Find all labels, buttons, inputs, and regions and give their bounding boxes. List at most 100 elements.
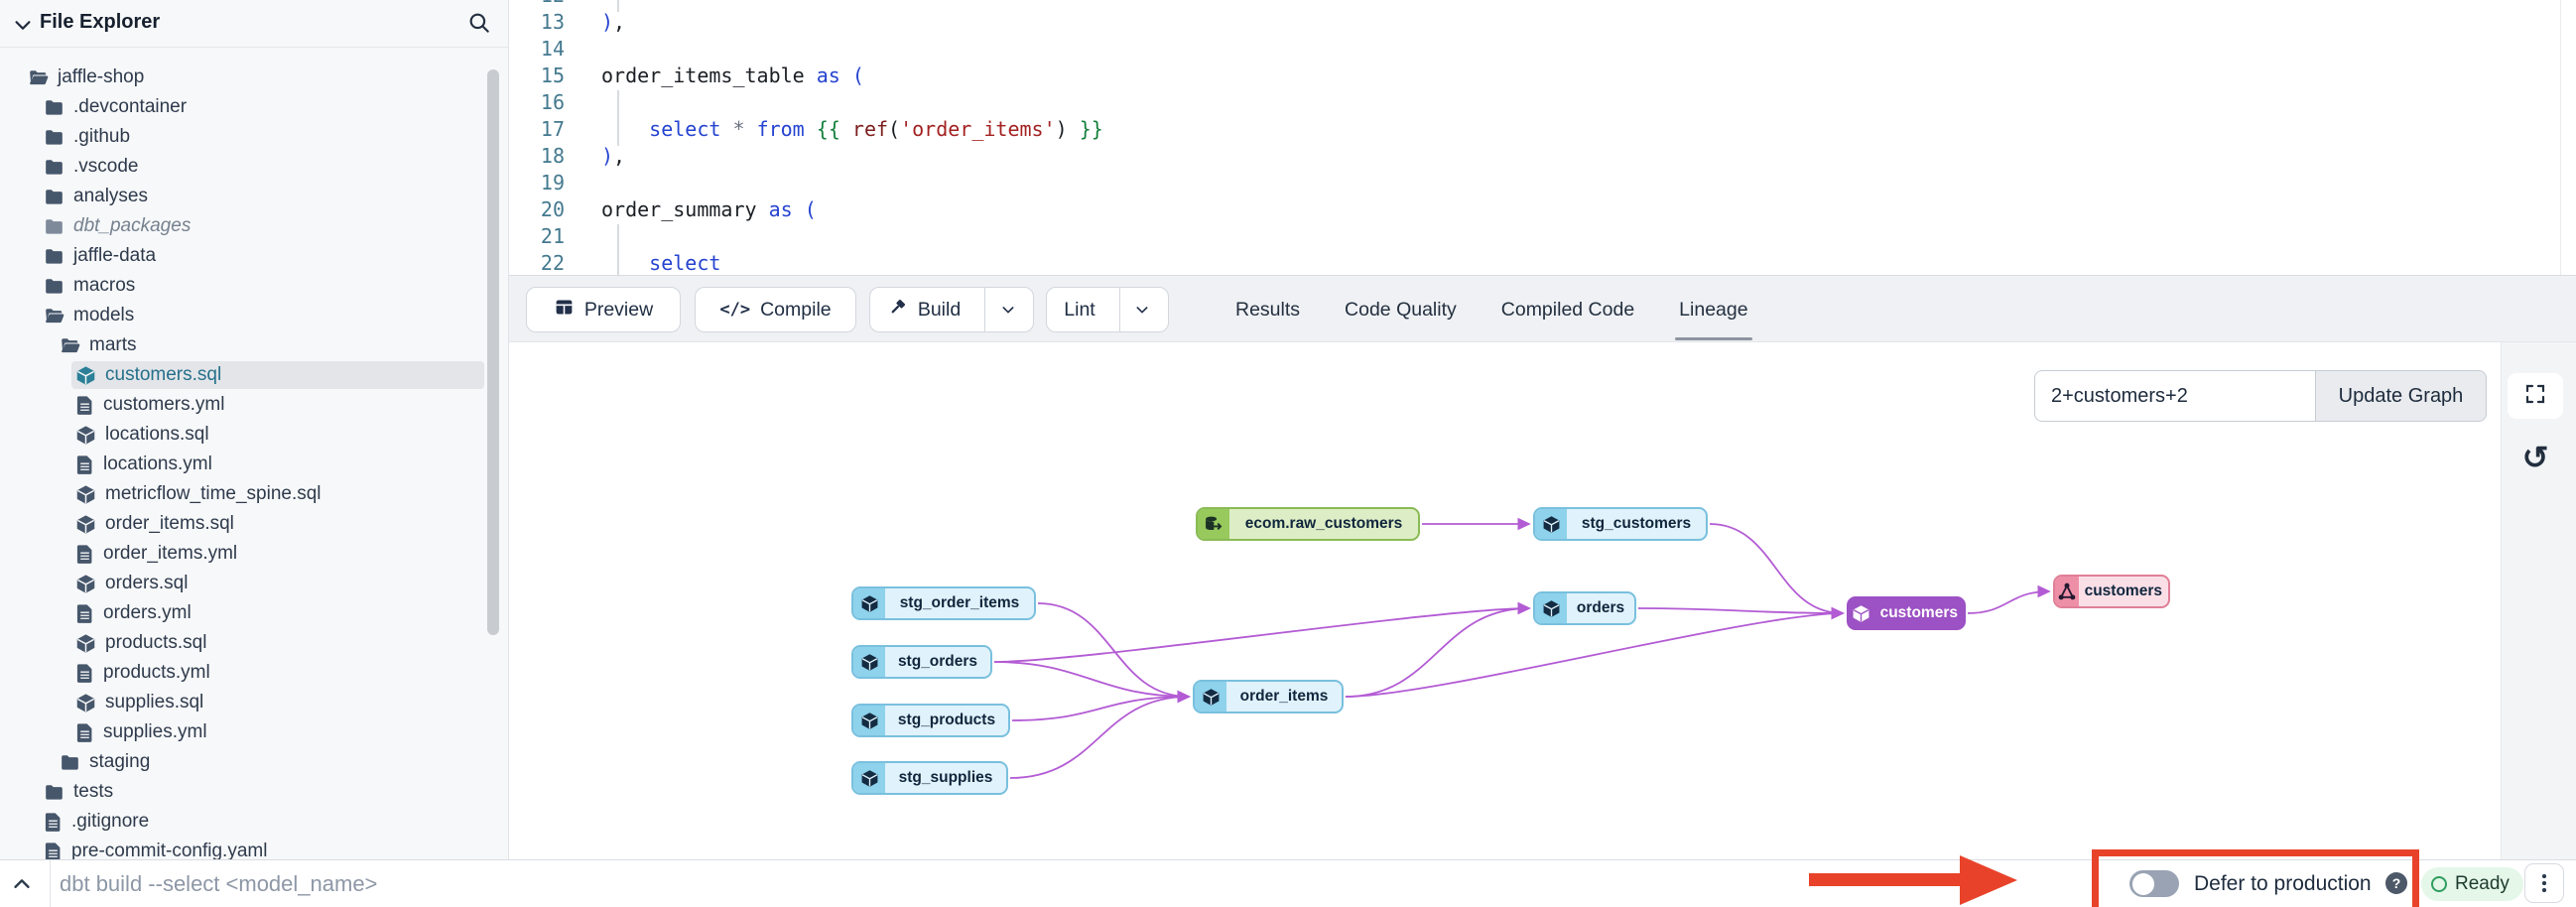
lineage-node-orders[interactable]: orders: [1533, 591, 1636, 625]
lineage-node-label: stg_order_items: [899, 594, 1020, 611]
tree-item--vscode[interactable]: .vscode: [0, 152, 484, 182]
tree-item-orders-sql[interactable]: orders.sql: [0, 569, 484, 598]
tree-item-orders-yml[interactable]: orders.yml: [0, 598, 484, 628]
command-input[interactable]: [60, 864, 1746, 904]
line-number: 21: [540, 224, 565, 248]
tree-item-label: analyses: [73, 186, 148, 206]
file-icon: [75, 722, 94, 743]
tree-item-customers-yml[interactable]: customers.yml: [0, 390, 484, 420]
lineage-edge-stg_orders-to-order_items: [993, 661, 1191, 704]
file-tree: jaffle-shop.devcontainer.github .vscode an…: [0, 48, 508, 859]
toggle-knob: [2131, 872, 2154, 895]
tree-item-jaffle-shop[interactable]: jaffle-shop: [0, 63, 484, 92]
tree-item-label: pre-commit-config.yaml: [71, 841, 268, 859]
lineage-node-order-items[interactable]: order_items: [1193, 680, 1344, 713]
tree-item-staging[interactable]: staging: [0, 747, 484, 777]
line-number: 19: [540, 171, 565, 194]
code-line-22[interactable]: 22 select: [509, 251, 2576, 275]
folder-icon: [44, 187, 64, 207]
tree-item-supplies-sql[interactable]: supplies.sql: [0, 688, 484, 717]
code-line-17[interactable]: 17 select * from {{ ref('order_items') }…: [509, 117, 2576, 146]
file-explorer-panel: File Explorer jaffle-shop.devcontainer.g…: [0, 0, 509, 859]
fullscreen-button[interactable]: [2508, 373, 2563, 419]
file-icon: [75, 663, 94, 684]
lineage-node-customers-semantic[interactable]: customers: [2053, 575, 2170, 608]
tree-item-label: products.sql: [105, 632, 207, 653]
editor-toolbar: Preview </> Compile Build Lint: [509, 275, 2576, 342]
tree-item-locations-sql[interactable]: locations.sql: [0, 420, 484, 450]
code-text: select: [649, 251, 721, 275]
code-line-21[interactable]: 21: [509, 224, 2576, 253]
help-icon[interactable]: ?: [2385, 872, 2407, 894]
code-line-18[interactable]: 18),: [509, 144, 2576, 171]
chevron-down-icon[interactable]: [12, 14, 34, 41]
tree-item-label: staging: [89, 751, 151, 772]
tree-item-order-items-yml[interactable]: order_items.yml: [0, 539, 484, 569]
tree-item-analyses[interactable]: analyses: [0, 182, 484, 211]
tree-item-customers-sql[interactable]: customers.sql: [0, 360, 484, 390]
tree-item-label: marts: [89, 334, 137, 355]
tree-item-label: metricflow_time_spine.sql: [105, 483, 322, 504]
lint-button[interactable]: Lint: [1064, 298, 1095, 321]
build-button[interactable]: Build: [873, 288, 974, 331]
code-line-12[interactable]: 12: [509, 0, 2576, 12]
compile-button[interactable]: </> Compile: [695, 287, 856, 332]
tree-item-macros[interactable]: macros: [0, 271, 484, 301]
status-badge[interactable]: Ready: [2421, 867, 2523, 901]
lineage-selector-input[interactable]: [2034, 370, 2315, 422]
lineage-node-stg-order-items[interactable]: stg_order_items: [851, 586, 1036, 620]
tab-lineage[interactable]: Lineage: [1675, 276, 1753, 343]
cube-icon: [1535, 509, 1567, 539]
lineage-node-stg-supplies[interactable]: stg_supplies: [851, 761, 1008, 795]
tree-item-pre-commit-config-yaml[interactable]: pre-commit-config.yaml: [0, 837, 484, 859]
lineage-node-stg-customers[interactable]: stg_customers: [1533, 507, 1708, 541]
update-graph-button[interactable]: Update Graph: [2315, 370, 2487, 422]
tree-item-marts[interactable]: marts: [0, 330, 484, 360]
tree-item-locations-yml[interactable]: locations.yml: [0, 450, 484, 479]
code-text: ),: [601, 144, 626, 168]
chevron-up-icon[interactable]: [10, 873, 34, 900]
tree-item-dbt-packages[interactable]: dbt_packages: [0, 211, 484, 241]
file-icon: [75, 454, 94, 475]
sidebar-scrollbar[interactable]: [487, 69, 499, 635]
tree-item--github[interactable]: .github: [0, 122, 484, 152]
search-icon[interactable]: [466, 10, 492, 41]
tree-item-order-items-sql[interactable]: order_items.sql: [0, 509, 484, 539]
line-number: 13: [540, 10, 565, 34]
lineage-edge-customers-to-customers_semantic: [1967, 584, 2051, 614]
tree-item--gitignore[interactable]: .gitignore: [0, 807, 484, 837]
lineage-node-stg-products[interactable]: stg_products: [851, 704, 1010, 737]
lineage-node-label: stg_products: [897, 712, 996, 728]
tree-item-products-yml[interactable]: products.yml: [0, 658, 484, 688]
lineage-node-stg-orders[interactable]: stg_orders: [851, 645, 992, 679]
tree-item--devcontainer[interactable]: .devcontainer: [0, 92, 484, 122]
kebab-menu-button[interactable]: [2524, 863, 2564, 903]
lineage-side-toolbar: ↺: [2501, 342, 2576, 859]
tree-item-supplies-yml[interactable]: supplies.yml: [0, 717, 484, 747]
build-dropdown-chevron[interactable]: [984, 288, 1030, 331]
tree-item-label: order_items.sql: [105, 513, 234, 534]
tree-item-label: .vscode: [73, 156, 139, 177]
code-line-16[interactable]: 16: [509, 90, 2576, 119]
defer-to-production-toggle[interactable]: [2129, 870, 2179, 897]
lint-dropdown-chevron[interactable]: [1118, 288, 1165, 331]
code-line-14[interactable]: 14: [509, 37, 2576, 64]
lineage-node-customers[interactable]: customers: [1847, 596, 1966, 630]
reset-view-button[interactable]: ↺: [2508, 435, 2563, 480]
tree-item-products-sql[interactable]: products.sql: [0, 628, 484, 658]
tab-code-quality[interactable]: Code Quality: [1345, 298, 1457, 321]
preview-button[interactable]: Preview: [526, 287, 681, 332]
code-text: order_items_table as (: [601, 64, 864, 87]
tree-item-metricflow-time-spine-sql[interactable]: metricflow_time_spine.sql: [0, 479, 484, 509]
code-line-13[interactable]: 13),: [509, 10, 2576, 37]
tab-compiled-code[interactable]: Compiled Code: [1500, 298, 1635, 321]
code-line-19[interactable]: 19: [509, 171, 2576, 197]
tab-results[interactable]: Results: [1235, 298, 1301, 321]
tree-item-tests[interactable]: tests: [0, 777, 484, 807]
lineage-node-ecom-raw-customers[interactable]: ecom.raw_customers: [1196, 507, 1420, 541]
tree-item-jaffle-data[interactable]: jaffle-data: [0, 241, 484, 271]
tree-item-models[interactable]: models: [0, 301, 484, 330]
